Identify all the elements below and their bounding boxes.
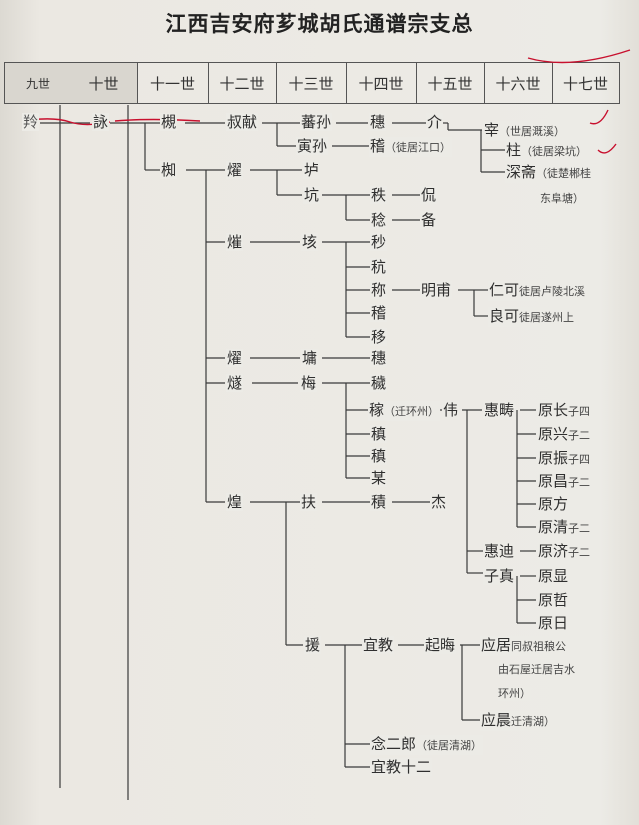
generation-cell-10: 十世 [70, 62, 138, 104]
tree-node: 明甫 [420, 281, 453, 299]
tree-node: 深斋（徒楚郴桂 [505, 163, 593, 183]
tree-node: 仁可徒居卢陵北溪 [488, 281, 587, 301]
tree-node: 原方 [537, 495, 570, 513]
generation-cell-12: 十二世 [208, 62, 277, 104]
tree-node: 穢 [370, 374, 388, 392]
generation-header-row: 九世 十世 十一世 十二世 十三世 十四世 十五世 十六世 十七世 [4, 62, 639, 104]
tree-node: 移 [370, 328, 388, 346]
generation-cell-11: 十一世 [137, 62, 209, 104]
tree-node: 宜教十二 [370, 758, 433, 776]
tree-node-note: 东阜塘） [540, 192, 584, 206]
tree-node: 秔 [370, 258, 388, 276]
tree-node: 垆 [303, 161, 321, 179]
tree-node: 侃 [420, 186, 438, 204]
tree-node: 扶 [300, 493, 318, 511]
tree-node: 羚 [22, 113, 40, 131]
tree-node: 垓 [301, 233, 319, 251]
tree-node: 槻 [160, 113, 178, 131]
tree-node: 原兴子二 [537, 425, 592, 445]
tree-node: 原济子二 [537, 542, 592, 562]
tree-node: 稽（徒居江口） [369, 137, 453, 157]
tree-node: 椥 [160, 161, 178, 179]
tree-node: 惠迪 [483, 542, 516, 560]
generation-cell-14: 十四世 [346, 62, 417, 104]
tree-node: 墉 [301, 349, 319, 367]
tree-node: 秒 [370, 233, 388, 251]
generation-cell-16: 十六世 [484, 62, 553, 104]
generation-cell-17: 十七世 [552, 62, 620, 104]
tree-node-note: 由石屋迁居吉水 [498, 663, 575, 677]
tree-node: 穗 [370, 349, 388, 367]
tree-node: 積 [370, 493, 388, 511]
tree-node: 叔献 [226, 113, 259, 131]
tree-node: 煌 [226, 493, 244, 511]
tree-node: 燿 [226, 349, 244, 367]
tree-node: 原振子四 [537, 449, 592, 469]
tree-node: 备 [420, 211, 438, 229]
tree-node: 坑 [303, 186, 321, 204]
tree-node: 惠畴 [483, 401, 516, 419]
tree-node: 介 [426, 113, 444, 131]
tree-node: 稽 [370, 304, 388, 322]
tree-node: 宜教 [362, 636, 395, 654]
tree-node: 原昌子二 [537, 472, 592, 492]
tree-node: 起晦 [424, 636, 457, 654]
tree-node: 燿 [226, 161, 244, 179]
tree-node: 子真 [483, 567, 516, 585]
tree-node: 良可徒居遂州上 [488, 307, 576, 327]
tree-node: 詠 [92, 113, 110, 131]
generation-cell-15: 十五世 [416, 62, 485, 104]
tree-node: 援 [304, 636, 322, 654]
tree-node: 念二郎（徒居清湖） [370, 735, 484, 755]
tree-node: 原显 [537, 567, 570, 585]
tree-node: 梅 [300, 374, 318, 392]
tree-node: 熣 [226, 233, 244, 251]
generation-cell-13: 十三世 [276, 62, 347, 104]
tree-node: 稼（迁环州） [368, 401, 441, 421]
tree-node: 应居同叔祖稂公 [480, 636, 568, 656]
tree-node: 穗 [369, 113, 387, 131]
tree-node: 称 [370, 281, 388, 299]
tree-node: 稹 [370, 425, 388, 443]
tree-node: 寅孙 [296, 137, 329, 155]
page-title: 江西吉安府芗城胡氏通谱宗支总 [165, 12, 474, 36]
tree-node: 应晨迁清湖） [480, 711, 557, 731]
tree-node: 某 [370, 469, 388, 487]
tree-node: 蕃孙 [300, 113, 333, 131]
tree-node: 原哲 [537, 591, 570, 609]
generation-cell-9: 九世 [4, 62, 72, 104]
tree-node: 稹 [370, 447, 388, 465]
tree-node: 杰 [430, 493, 448, 511]
tree-node: 原日 [537, 614, 570, 632]
tree-node: 燧 [226, 374, 244, 392]
tree-node: 秩 [370, 186, 388, 204]
tree-node: 原清子二 [537, 518, 592, 538]
tree-node: 伟 [442, 401, 460, 419]
tree-node: 原长子四 [537, 401, 592, 421]
tree-node: 稔 [370, 211, 388, 229]
tree-node-note: 环州） [498, 687, 531, 701]
tree-node: 柱（徒居梁坑） [505, 141, 589, 161]
tree-node: 宰（世居溉溪） [483, 121, 567, 141]
